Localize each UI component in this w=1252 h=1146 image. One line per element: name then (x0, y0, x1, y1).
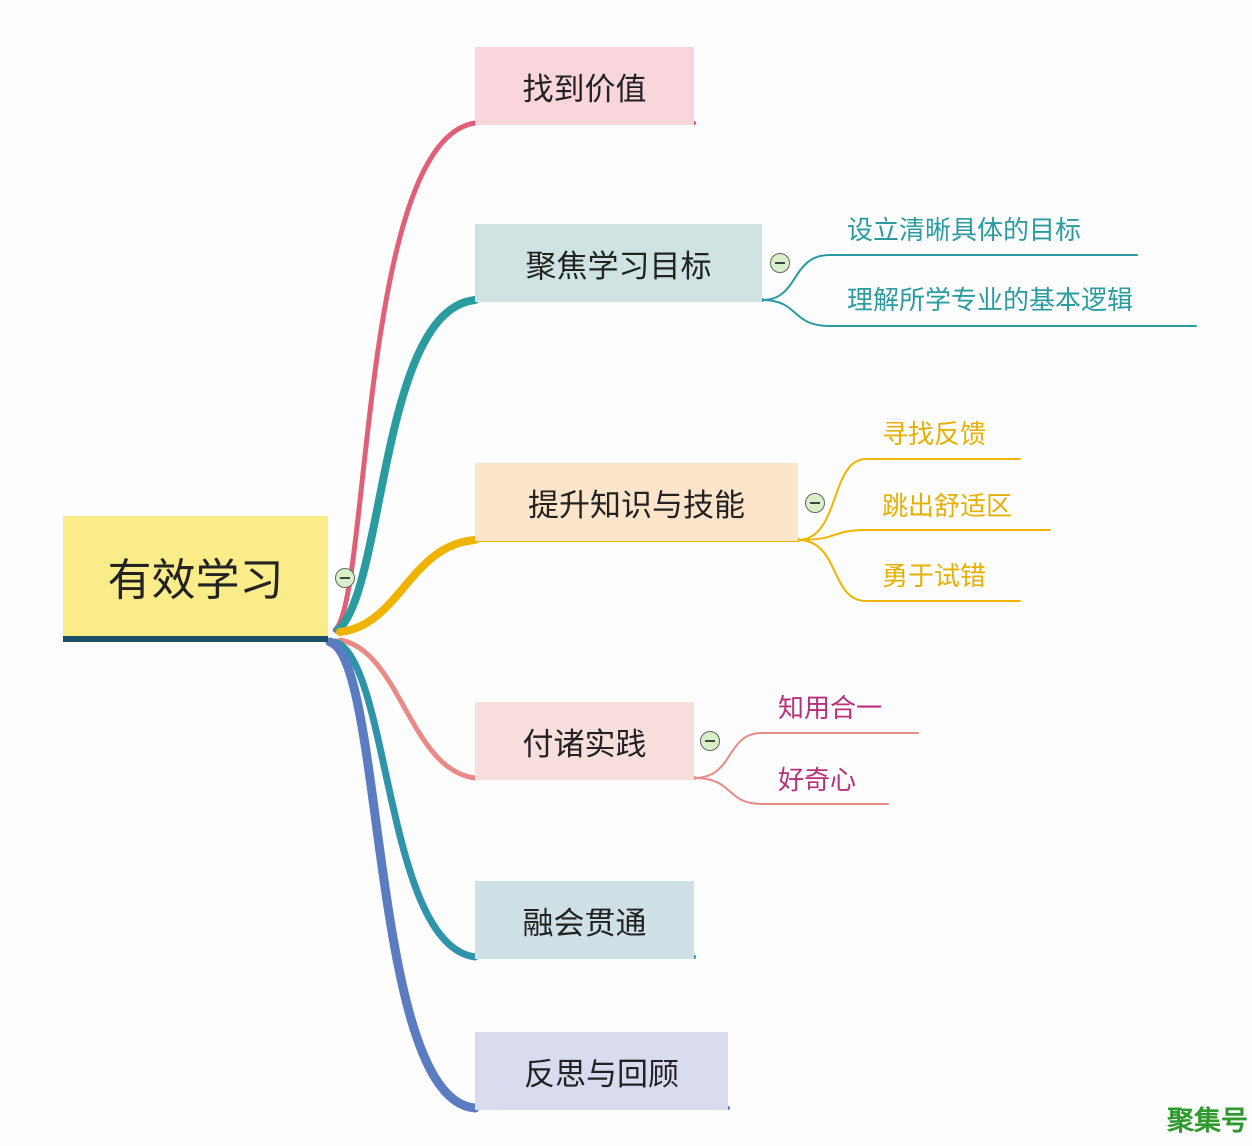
branch-label: 融会贯通 (522, 905, 647, 942)
branch-node-4[interactable]: 融会贯通 (475, 881, 694, 959)
leaf-node[interactable]: 跳出舒适区 (882, 492, 1013, 522)
root-label: 有效学习 (107, 555, 284, 606)
leaf-node[interactable]: 知用合一 (778, 694, 883, 724)
watermark: 聚集号 (1167, 1106, 1248, 1137)
leaf-node[interactable]: 勇于试错 (882, 562, 987, 592)
connector-b0 (332, 120, 478, 633)
leaf-node[interactable]: 理解所学专业的基本逻辑 (847, 286, 1134, 316)
connector-b1 (334, 296, 479, 634)
collapse-branch-3-button[interactable] (700, 731, 720, 751)
branch-label: 提升知识与技能 (528, 487, 745, 524)
branch-label: 找到价值 (522, 71, 647, 108)
branch-label: 付诸实践 (522, 726, 647, 763)
branch-label: 聚焦学习目标 (525, 248, 712, 285)
branch-node-5[interactable]: 反思与回顾 (475, 1032, 728, 1110)
collapse-root-button[interactable] (335, 568, 355, 588)
leaf-node[interactable]: 好奇心 (778, 766, 857, 796)
leaf-node[interactable]: 设立清晰具体的目标 (847, 216, 1082, 246)
connector-b5 (325, 637, 480, 1113)
root-node[interactable]: 有效学习 (63, 516, 328, 642)
connector-b2 (336, 536, 479, 636)
branch-node-3[interactable]: 付诸实践 (475, 702, 694, 780)
branch-label: 反思与回顾 (524, 1056, 679, 1093)
collapse-branch-2-button[interactable] (805, 493, 825, 513)
branch-node-1[interactable]: 聚焦学习目标 (475, 224, 762, 302)
collapse-branch-1-button[interactable] (770, 253, 790, 273)
connector-b3 (337, 637, 478, 781)
leaf-node[interactable]: 寻找反馈 (882, 420, 987, 450)
branch-node-2[interactable]: 提升知识与技能 (475, 463, 798, 541)
branch-node-0[interactable]: 找到价值 (475, 47, 694, 125)
connector-b4 (331, 638, 479, 961)
